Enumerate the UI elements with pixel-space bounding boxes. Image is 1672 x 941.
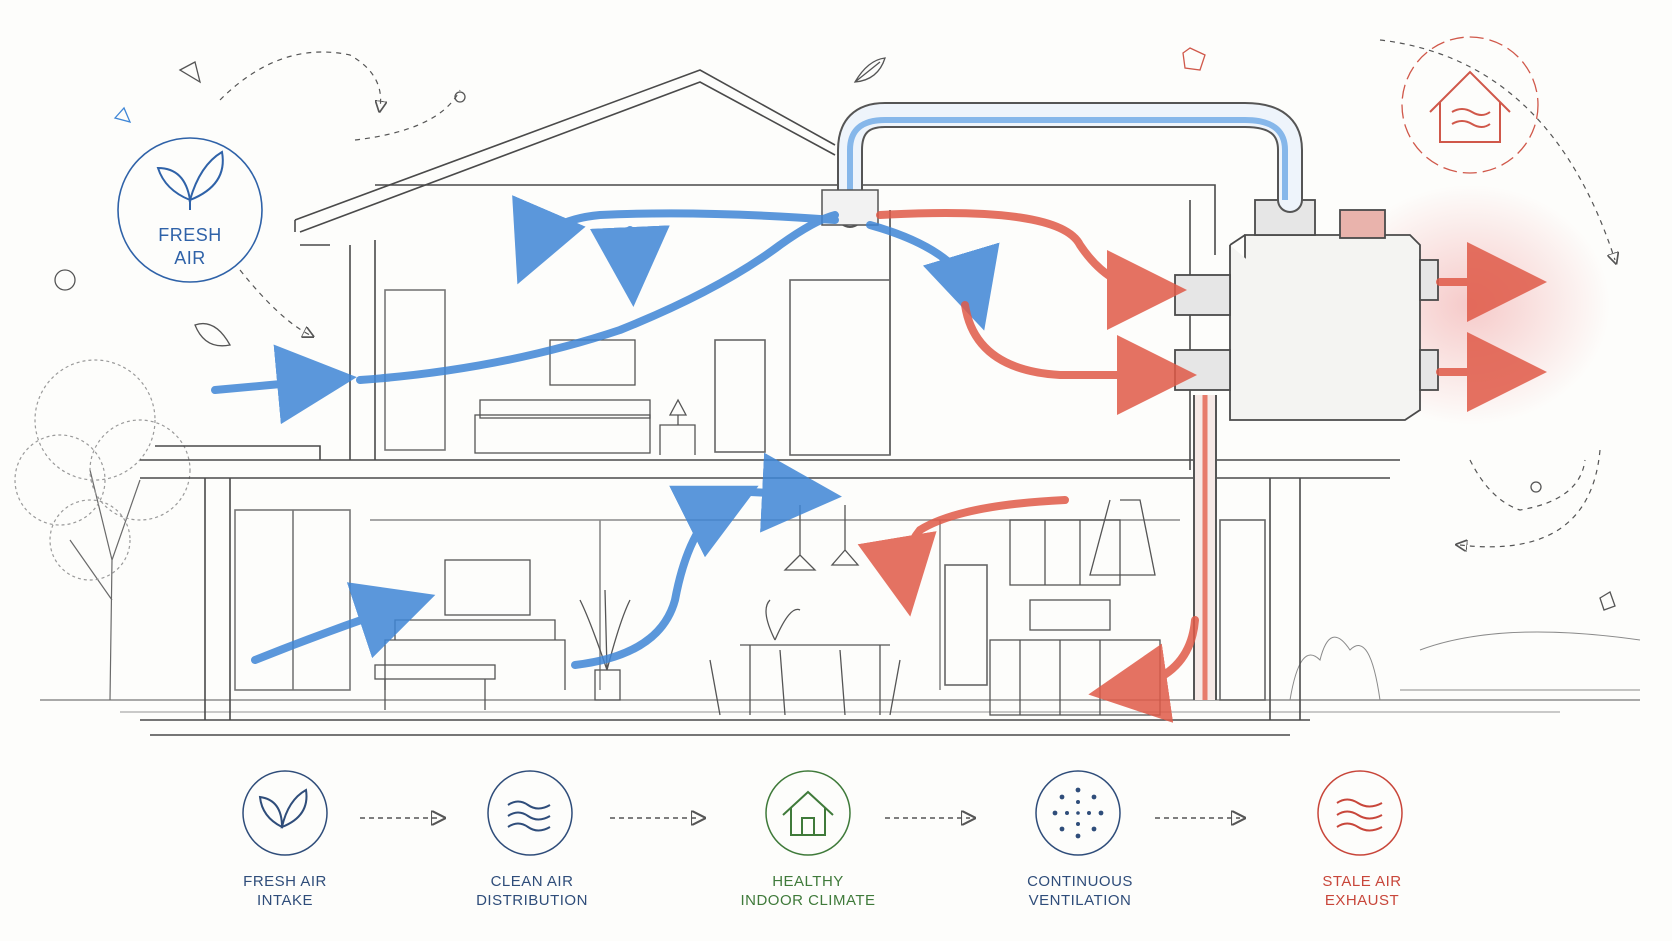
dots-ring-icon bbox=[1052, 787, 1104, 839]
leaf-doodles bbox=[54, 47, 1616, 611]
step-label-continuous-ventilation: CONTINUOUS VENTILATION bbox=[1027, 873, 1133, 909]
tree-illustration bbox=[14, 359, 191, 701]
exhaust-waves-icon bbox=[1336, 798, 1383, 832]
step-label-healthy-indoor-climate: HEALTHY INDOOR CLIMATE bbox=[740, 873, 876, 909]
ground bbox=[40, 699, 1640, 713]
dining-illustration bbox=[709, 505, 901, 716]
kitchen-illustration bbox=[989, 499, 1161, 716]
step-4-badge bbox=[1035, 770, 1121, 856]
air-waves-icon bbox=[507, 800, 551, 832]
leaf-icon bbox=[156, 150, 224, 210]
house-waves-badge bbox=[1401, 36, 1539, 174]
living-room-illustration bbox=[374, 559, 631, 710]
step-1-badge bbox=[242, 770, 328, 856]
step-label-fresh-air-intake: FRESH AIR INTAKE bbox=[243, 873, 327, 909]
fresh-air-badge-label: FRESH AIR bbox=[158, 225, 222, 268]
step-3-badge bbox=[765, 770, 851, 856]
stale-air-arrows bbox=[857, 209, 1547, 723]
step-5-badge bbox=[1317, 770, 1403, 856]
fresh-air-badge bbox=[117, 137, 263, 283]
step-icons bbox=[242, 770, 1403, 856]
fresh-air-arrows bbox=[211, 195, 1000, 669]
leaf-icon bbox=[258, 788, 308, 829]
house-waves-icon bbox=[1429, 70, 1511, 143]
erv-unit bbox=[1174, 199, 1439, 421]
step-label-stale-air-exhaust: STALE AIR EXHAUST bbox=[1322, 873, 1402, 909]
house-icon bbox=[782, 790, 834, 836]
step-label-clean-air-distribution: CLEAN AIR DISTRIBUTION bbox=[476, 873, 588, 909]
bushes-illustration bbox=[1289, 631, 1641, 701]
step-2-badge bbox=[487, 770, 573, 856]
